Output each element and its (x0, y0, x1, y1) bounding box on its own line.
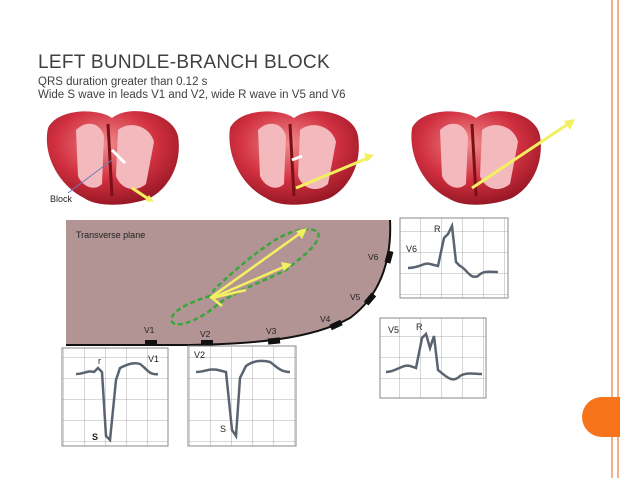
right-border-line (611, 0, 613, 478)
lead-label-v5: V5 (350, 292, 361, 302)
ecg-trace-v1 (75, 361, 159, 443)
subtitle-line-2: Wide S wave in leads V1 and V2, wide R w… (38, 89, 346, 101)
ecg-v5: V5 R (379, 317, 487, 399)
orange-tab-decoration (582, 397, 620, 437)
ecg-trace-v5 (385, 331, 483, 381)
heart-diagram-3 (411, 111, 575, 205)
block-label: Block (50, 194, 73, 204)
lead-label-v3: V3 (266, 326, 277, 336)
ecg-v5-lead: V5 (388, 325, 399, 335)
ecg-v6: V6 R (399, 217, 509, 299)
electrode-v3 (267, 337, 281, 345)
electrode-v4 (329, 319, 343, 331)
electrode-v2 (201, 340, 213, 346)
ecg-v5-r-label: R (416, 322, 423, 332)
lead-label-v1: V1 (144, 325, 155, 335)
heart-diagram-2 (229, 111, 374, 205)
ecg-v1-lead: V1 (148, 354, 159, 364)
transverse-plane: Transverse plane V1 V2 V3 V4 V5 V6 (66, 219, 394, 346)
ecg-v2: V2 S (187, 345, 297, 447)
ecg-v6-r-label: R (434, 224, 441, 234)
electrode-v6 (384, 250, 394, 264)
ecg-v1-s-label: S (92, 432, 98, 442)
lead-label-v4: V4 (320, 314, 331, 324)
ecg-v2-lead: V2 (194, 350, 205, 360)
ecg-trace-v2 (195, 359, 291, 440)
transverse-plane-label: Transverse plane (76, 230, 145, 240)
electrode-v5 (363, 292, 377, 306)
subtitle-line-1: QRS duration greater than 0.12 s (38, 76, 208, 88)
ecg-trace-v6 (407, 221, 499, 279)
ecg-v2-s-label: S (220, 424, 226, 434)
slide-title: LEFT BUNDLE-BRANCH BLOCK (38, 52, 330, 73)
electrode-v1 (145, 340, 157, 346)
qrs-loop (170, 228, 320, 326)
lead-label-v2: V2 (200, 329, 211, 339)
lead-label-v6: V6 (368, 252, 379, 262)
right-border-line (617, 0, 619, 478)
ecg-v1-r-label: r (98, 356, 101, 366)
ecg-v1: r V1 S (61, 347, 169, 447)
heart-diagram-1: Block (46, 111, 179, 205)
ecg-v6-lead: V6 (406, 244, 417, 254)
